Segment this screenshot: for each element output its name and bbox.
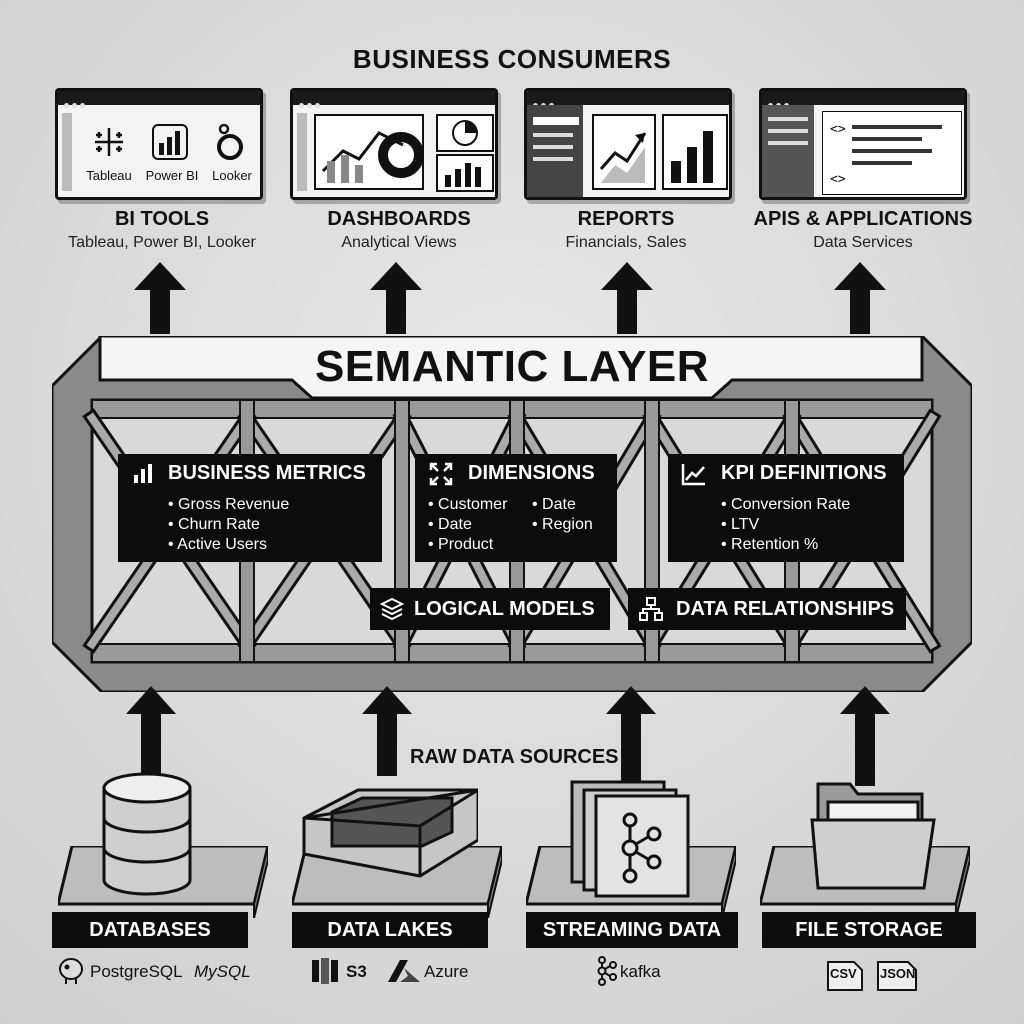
looker-icon [214,123,246,166]
api-sidebar-lines [768,117,808,145]
window-title-bar [58,91,260,108]
azure-icon [388,960,420,982]
trend-line-icon [681,464,705,486]
business-metrics-panel [118,454,382,562]
dimension-item: • Region [532,516,593,533]
report-menu-lines [533,117,579,161]
dimensions-panel [415,454,617,562]
dimension-item: • Customer [428,496,508,513]
kpi-item: • Conversion Rate [721,496,851,513]
arrow-up-icon [601,262,653,334]
data-relationships-label: DATA RELATIONSHIPS [676,598,895,620]
bi-tool-label: Tableau [86,168,132,183]
window-title-bar [293,91,495,108]
source-title-streaming: STREAMING DATA [526,912,738,948]
power-bi-icon [151,123,189,166]
reports-window [524,88,732,200]
aws-s3-icon [312,958,338,984]
apis-window: <> <> [759,88,967,200]
tech-json: JSON [880,966,916,981]
window-sidebar [62,113,72,191]
raw-data-sources-title: RAW DATA SOURCES [410,746,619,768]
database-icon [102,772,192,896]
source-title-file-storage: FILE STORAGE [762,912,976,948]
consumer-title-bi-tools: BI TOOLS [114,208,210,230]
logical-models-tag [370,588,610,630]
dashboard-charts-icon [314,114,494,192]
kpi-definitions-panel [668,454,904,562]
arrow-up-icon [126,686,176,786]
report-charts-icon [592,114,728,190]
consumer-title-dashboards: DASHBOARDS [327,208,471,230]
consumer-subtitle-reports: Financials, Sales [565,234,687,251]
source-title-databases: DATABASES [52,912,248,948]
layers-icon [379,597,405,621]
metric-item: • Active Users [168,536,267,553]
streaming-data-icon [570,780,690,898]
kpi-definitions-title: KPI DEFINITIONS [721,462,887,484]
arrow-up-icon [606,686,656,786]
window-title-bar [762,91,964,108]
dimension-item: • Product [428,536,494,553]
semantic-layer-title: SEMANTIC LAYER [314,342,710,391]
business-metrics-title: BUSINESS METRICS [168,462,366,484]
tech-kafka: kafka [620,962,661,981]
window-title-bar [527,91,729,108]
consumer-title-apis: APIS & APPLICATIONS [753,208,973,230]
csv-file-icon [827,961,863,991]
code-icon: <> <> [822,111,962,195]
arrow-up-icon [834,262,886,334]
metric-item: • Gross Revenue [168,496,290,513]
kpi-item: • LTV [721,516,760,533]
consumer-subtitle-apis: Data Services [813,234,913,251]
svg-text:<>: <> [830,172,846,187]
kpi-item: • Retention % [721,536,819,553]
consumer-subtitle-bi-tools: Tableau, Power BI, Looker [68,234,256,251]
window-sidebar [297,113,307,191]
dimension-item: • Date [428,516,472,533]
source-title-data-lakes: DATA LAKES [292,912,488,948]
folder-icon [810,782,936,890]
data-relationships-tag [628,588,906,630]
tech-csv: CSV [830,966,857,981]
arrow-up-icon [134,262,186,334]
dimension-item: • Date [532,496,576,513]
arrow-up-icon [362,686,412,776]
postgresql-icon [59,958,83,984]
arrow-up-icon [370,262,422,334]
logical-models-label: LOGICAL MODELS [414,598,595,620]
bi-tools-window: Tableau Power BI Looker [55,88,263,200]
kafka-icon [597,956,617,986]
tech-postgresql: PostgreSQL [90,962,183,981]
business-consumers-title: BUSINESS CONSUMERS [352,44,672,74]
tech-azure: Azure [424,962,469,981]
bi-tool-label: Looker [212,168,252,183]
arrow-up-icon [840,686,890,786]
metric-item: • Churn Rate [168,516,260,533]
tableau-icon [91,124,127,165]
hierarchy-icon [639,597,663,621]
expand-icon [429,462,453,486]
bi-tool-label: Power BI [145,168,199,183]
data-lake-icon [302,788,478,878]
svg-text:<>: <> [830,122,846,137]
consumer-subtitle-dashboards: Analytical Views [341,234,457,251]
bar-chart-icon [134,464,152,483]
dashboards-window [290,88,498,200]
tech-mysql: MySQL [194,962,251,981]
dimensions-title: DIMENSIONS [468,462,595,484]
tech-s3: S3 [346,962,367,981]
json-file-icon [877,961,917,991]
consumer-title-reports: REPORTS [577,208,675,230]
